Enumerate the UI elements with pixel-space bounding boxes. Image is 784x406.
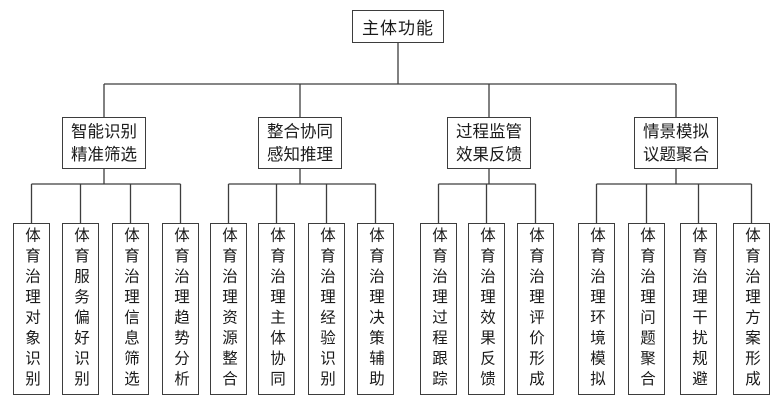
- leaf-node: 体育服务偏好识别: [62, 223, 99, 395]
- branch-node-process-supervision: 过程监管 效果反馈: [447, 117, 531, 169]
- leaf-label: 体育治理干扰规避: [690, 227, 707, 391]
- leaf-label: 体育服务偏好识别: [72, 227, 89, 391]
- root-node: 主体功能: [352, 10, 444, 43]
- leaf-label: 体育治理趋势分析: [172, 227, 189, 391]
- leaf-label: 体育治理资源整合: [220, 227, 237, 391]
- branch-label-line: 智能识别: [71, 122, 137, 141]
- leaf-label: 体育治理环境模拟: [588, 227, 605, 391]
- branch-label-line: 精准筛选: [71, 145, 137, 164]
- root-node-label: 主体功能: [362, 19, 434, 38]
- branch-node-integration-collaboration: 整合协同 感知推理: [258, 117, 342, 169]
- branch-node-intelligent-recognition: 智能识别 精准筛选: [62, 117, 146, 169]
- leaf-node: 体育治理信息筛选: [112, 223, 149, 395]
- leaf-label: 体育治理经验识别: [318, 227, 335, 391]
- leaf-label: 体育治理方案形成: [743, 227, 760, 391]
- leaf-label: 体育治理过程跟踪: [430, 227, 447, 391]
- leaf-label: 体育治理主体协同: [268, 227, 285, 391]
- leaf-node: 体育治理趋势分析: [162, 223, 199, 395]
- branch-label-line: 议题聚合: [643, 145, 709, 164]
- leaf-node: 体育治理资源整合: [210, 223, 247, 395]
- branch-label-line: 整合协同: [267, 122, 333, 141]
- branch-label-line: 过程监管: [456, 122, 522, 141]
- branch-node-scenario-simulation: 情景模拟 议题聚合: [634, 117, 718, 169]
- branch-label-line: 效果反馈: [456, 145, 522, 164]
- leaf-label: 体育治理信息筛选: [122, 227, 139, 391]
- leaf-node: 体育治理干扰规避: [680, 223, 717, 395]
- leaf-label: 体育治理对象识别: [23, 227, 40, 391]
- leaf-node: 体育治理决策辅助: [357, 223, 394, 395]
- leaf-node: 体育治理过程跟踪: [420, 223, 457, 395]
- leaf-node: 体育治理经验识别: [308, 223, 345, 395]
- leaf-node: 体育治理方案形成: [733, 223, 770, 395]
- leaf-label: 体育治理效果反馈: [478, 227, 495, 391]
- branch-label-line: 感知推理: [267, 145, 333, 164]
- leaf-node: 体育治理评价形成: [517, 223, 554, 395]
- leaf-label: 体育治理评价形成: [527, 227, 544, 391]
- leaf-label: 体育治理问题聚合: [638, 227, 655, 391]
- leaf-label: 体育治理决策辅助: [367, 227, 384, 391]
- branch-label-line: 情景模拟: [643, 122, 709, 141]
- leaf-node: 体育治理效果反馈: [468, 223, 505, 395]
- leaf-node: 体育治理环境模拟: [578, 223, 615, 395]
- leaf-node: 体育治理主体协同: [258, 223, 295, 395]
- leaf-node: 体育治理对象识别: [13, 223, 50, 395]
- leaf-node: 体育治理问题聚合: [628, 223, 665, 395]
